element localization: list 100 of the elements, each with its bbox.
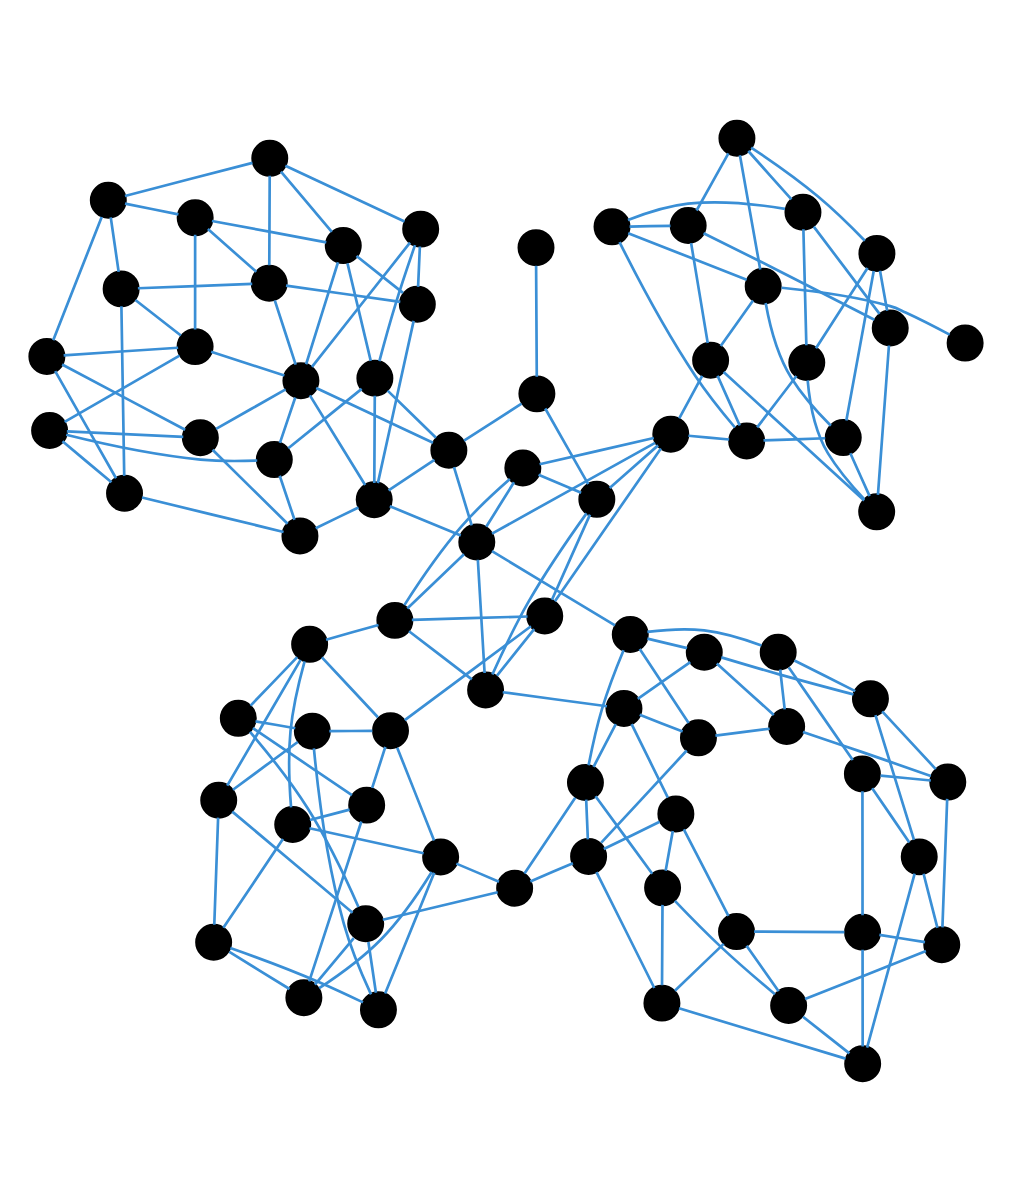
connector xyxy=(229,945,364,1003)
connector xyxy=(210,349,285,376)
connector xyxy=(600,748,688,843)
connector xyxy=(325,622,379,640)
node-circle xyxy=(430,430,468,468)
node-circle xyxy=(31,411,69,448)
node-circle xyxy=(744,266,782,304)
node-circle xyxy=(376,600,414,638)
connector xyxy=(702,230,875,320)
node-circle xyxy=(467,670,505,708)
connector xyxy=(54,369,118,478)
connector xyxy=(618,240,736,428)
node-circle xyxy=(282,361,320,399)
connector xyxy=(207,227,258,272)
connector xyxy=(715,661,775,715)
connector xyxy=(367,940,378,992)
connector xyxy=(455,861,500,882)
connector xyxy=(252,726,353,796)
connector xyxy=(495,627,536,676)
connector xyxy=(309,807,350,821)
connector xyxy=(193,233,197,329)
connector xyxy=(941,797,949,927)
node-circle xyxy=(900,837,938,875)
connector xyxy=(376,319,415,483)
connector xyxy=(722,370,866,501)
connector xyxy=(315,385,434,444)
connector xyxy=(287,660,306,807)
connector xyxy=(715,726,770,736)
node-circle xyxy=(657,794,695,832)
connector xyxy=(463,401,523,441)
connector xyxy=(630,722,670,798)
node-circle xyxy=(759,632,797,670)
connector xyxy=(639,712,684,732)
node-circle xyxy=(858,492,896,530)
connector xyxy=(134,298,182,336)
connector xyxy=(389,503,462,536)
connector xyxy=(719,298,755,346)
node-circle xyxy=(570,836,608,874)
node-circle xyxy=(643,983,681,1021)
connector xyxy=(673,898,776,995)
node-circle xyxy=(844,912,882,950)
connector xyxy=(485,480,516,527)
connector xyxy=(382,890,499,921)
connector xyxy=(66,429,184,438)
connector xyxy=(778,668,787,709)
connector xyxy=(304,260,340,364)
connector xyxy=(329,728,373,732)
connector xyxy=(309,825,424,854)
node-circle xyxy=(176,198,214,236)
connector xyxy=(814,266,869,348)
node-circle xyxy=(219,698,257,736)
connector xyxy=(231,809,354,913)
connector xyxy=(802,228,808,345)
connector xyxy=(109,216,120,272)
node-circle xyxy=(929,762,967,800)
connector xyxy=(312,747,373,994)
connector xyxy=(592,722,617,767)
connector xyxy=(874,713,916,840)
connector xyxy=(876,344,891,494)
connector xyxy=(878,269,889,311)
connector xyxy=(587,648,625,765)
node-circle xyxy=(679,718,717,756)
connector xyxy=(678,374,704,419)
connector xyxy=(750,145,866,241)
connector xyxy=(550,513,592,600)
node-circle xyxy=(526,596,564,634)
connector xyxy=(313,936,355,985)
connector xyxy=(387,457,436,491)
node-circle xyxy=(106,473,143,511)
connector xyxy=(65,432,258,462)
node-circle xyxy=(644,868,682,906)
connector xyxy=(523,796,577,874)
connector xyxy=(881,709,937,769)
connector xyxy=(865,872,916,1047)
connector xyxy=(411,614,528,621)
connector xyxy=(406,552,465,609)
connector xyxy=(637,659,692,699)
node-circle xyxy=(176,327,214,365)
connector xyxy=(594,794,654,874)
connector xyxy=(553,446,662,602)
node-circle xyxy=(372,711,409,749)
connector xyxy=(287,386,363,449)
connector xyxy=(539,435,655,465)
connector xyxy=(689,241,710,343)
connector xyxy=(212,816,220,924)
connector xyxy=(502,689,608,707)
connector xyxy=(320,655,379,718)
connector xyxy=(861,790,864,915)
connector xyxy=(871,786,911,843)
node-circle xyxy=(293,711,331,749)
connector xyxy=(372,394,377,482)
connector xyxy=(879,932,926,943)
connector xyxy=(395,746,436,840)
connector xyxy=(682,827,730,916)
connector xyxy=(534,264,539,376)
node-circle xyxy=(784,192,822,230)
connector xyxy=(608,443,659,488)
connector xyxy=(355,254,404,293)
connector xyxy=(255,718,296,729)
connector xyxy=(802,729,932,777)
